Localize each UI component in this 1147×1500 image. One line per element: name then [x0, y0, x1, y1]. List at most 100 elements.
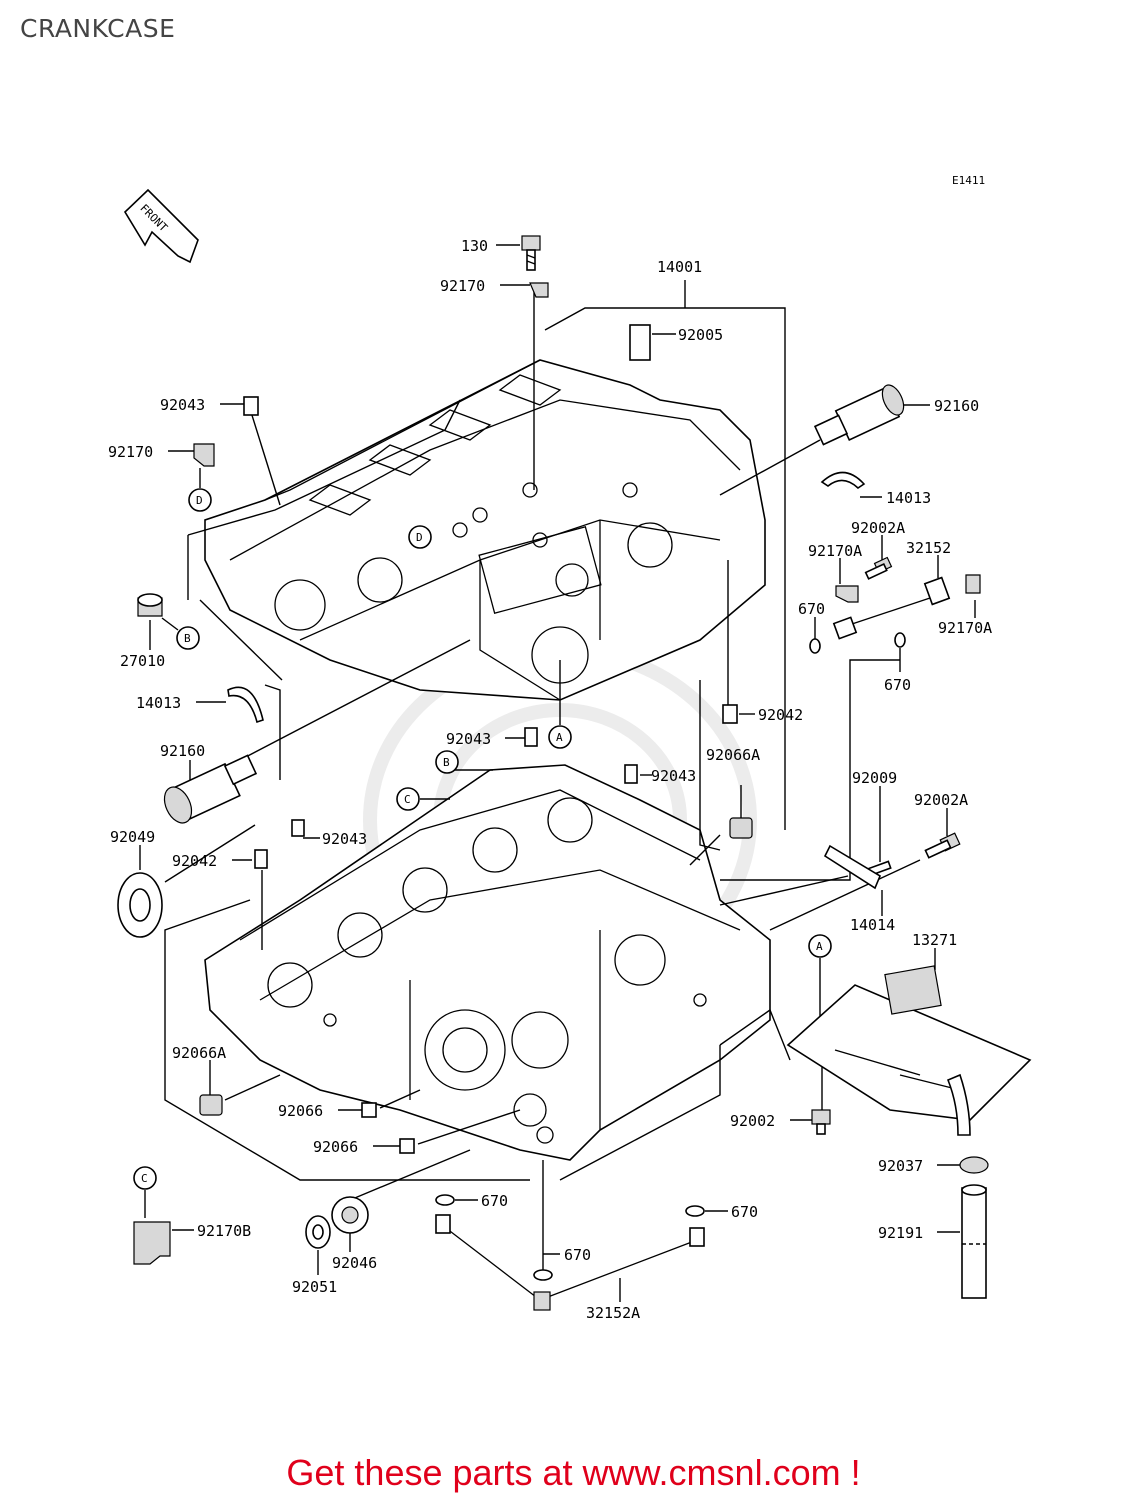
breather-92160-left-icon [163, 754, 258, 824]
part-label: 92042 [172, 852, 217, 870]
part-label: 27010 [120, 652, 165, 670]
callout-c-lower: C [396, 787, 420, 811]
part-label: 92066 [278, 1102, 323, 1120]
part-label: 14014 [850, 916, 895, 934]
part-label: 92170 [108, 443, 153, 461]
get-parts-banner[interactable]: Get these parts at www.cmsnl.com ! [286, 1452, 861, 1493]
callout-c-clamp: C [133, 1166, 157, 1190]
dowel-92043-c-icon [291, 819, 305, 837]
baffle-13271-icon [786, 965, 1032, 1136]
part-label: 14001 [657, 258, 702, 276]
upper-crankcase [204, 359, 766, 701]
bolt-92002-icon [811, 1109, 831, 1135]
part-label: 670 [798, 600, 825, 618]
svg-text:A: A [556, 731, 563, 744]
svg-text:B: B [184, 632, 191, 645]
bearing-92046-icon [331, 1196, 369, 1234]
crankcase-exploded-diagram: E1411 FRONT [108, 174, 1032, 1322]
callout-d-upper: D [408, 525, 432, 549]
clamp-92170A-left-icon [835, 585, 859, 603]
part-label: 92049 [110, 828, 155, 846]
plug-92066-b-icon [399, 1138, 415, 1154]
part-label: 670 [481, 1192, 508, 1210]
part-label: 92043 [446, 730, 491, 748]
svg-text:D: D [196, 494, 203, 507]
svg-text:D: D [416, 531, 423, 544]
part-label: 92170A [938, 619, 992, 637]
part-label: 13271 [912, 931, 957, 949]
page-title: CRANKCASE [20, 14, 176, 43]
oring-670-a-icon [809, 638, 821, 654]
plug-92066-a-icon [361, 1102, 377, 1118]
part-label: 92066 [313, 1138, 358, 1156]
pipe-32152A-icon [435, 1214, 705, 1311]
svg-text:A: A [816, 940, 823, 953]
oring-670-e-icon [533, 1269, 553, 1281]
part-label: 32152 [906, 539, 951, 557]
bolt-92002A-top-icon [864, 556, 893, 580]
part-label: 92066A [172, 1044, 226, 1062]
part-label: 14013 [136, 694, 181, 712]
seal-14013-left-icon [227, 686, 264, 724]
plug-92066A-top-icon [729, 817, 753, 839]
part-label: 92043 [160, 396, 205, 414]
part-label: 92170B [197, 1222, 251, 1240]
part-label: 92043 [651, 767, 696, 785]
part-label: 92042 [758, 706, 803, 724]
seal-14013-right-icon [820, 471, 866, 490]
pipe-32152-icon [832, 576, 951, 640]
dowel-92043-b-icon [624, 764, 638, 784]
oring-670-d-icon [685, 1205, 705, 1217]
part-label: 92005 [678, 326, 723, 344]
oring-670-c-icon [435, 1194, 455, 1206]
part-label: 670 [884, 676, 911, 694]
part-label: 32152A [586, 1304, 640, 1322]
clamp-92170-icon [529, 282, 549, 298]
part-label: 92009 [852, 769, 897, 787]
clamp-92037-icon [959, 1156, 989, 1174]
part-label: 670 [731, 1203, 758, 1221]
breather-92160-right-icon [813, 384, 905, 446]
bolt-92002A-mid-icon [924, 832, 961, 859]
part-label: 92037 [878, 1157, 923, 1175]
callouts: D D B A B C A C [133, 488, 832, 1190]
part-label: 92170 [440, 277, 485, 295]
part-label: 92043 [322, 830, 367, 848]
dowel-92042-right-icon [722, 704, 738, 724]
oring-670-b-icon [894, 632, 906, 648]
callout-a-upper: A [548, 725, 572, 749]
callout-a-right: A [808, 934, 832, 958]
plate-14014-icon [823, 844, 882, 890]
dowel-92043-icon [243, 396, 259, 416]
clamp-92170-left-icon [193, 443, 215, 467]
clamp-92170B-icon [133, 1221, 171, 1265]
part-label: 130 [461, 237, 488, 255]
callout-b-left: B [176, 626, 200, 650]
bolt-130-icon [521, 235, 541, 271]
plug-92066A-left-icon [199, 1094, 223, 1116]
diagram-code: E1411 [952, 174, 985, 187]
part-label: 92160 [934, 397, 979, 415]
plug-27010-icon [137, 593, 163, 617]
seal-92049-icon [117, 872, 163, 938]
part-label: 92002A [851, 519, 905, 537]
part-label: 92046 [332, 1254, 377, 1272]
leader-lines [139, 244, 976, 1302]
part-label: 670 [564, 1246, 591, 1264]
lower-crankcase [204, 764, 771, 1161]
washer-92051-icon [305, 1215, 331, 1249]
hose-92191-icon [961, 1184, 987, 1299]
part-label: 92066A [706, 746, 760, 764]
part-label: 92191 [878, 1224, 923, 1242]
callout-b-lower: B [435, 750, 459, 774]
dowel-92043-mid-icon [524, 727, 538, 747]
callout-d-left: D [188, 488, 212, 512]
part-label: 92051 [292, 1278, 337, 1296]
part-labels: 130 92170 14001 92005 92043 92170 92160 … [108, 237, 992, 1322]
part-label: 92160 [160, 742, 205, 760]
part-label: 92002 [730, 1112, 775, 1130]
svg-text:C: C [141, 1172, 148, 1185]
dowel-92042-left-icon [254, 849, 268, 869]
clamp-92170A-right-icon [965, 574, 981, 594]
part-label: 92170A [808, 542, 862, 560]
